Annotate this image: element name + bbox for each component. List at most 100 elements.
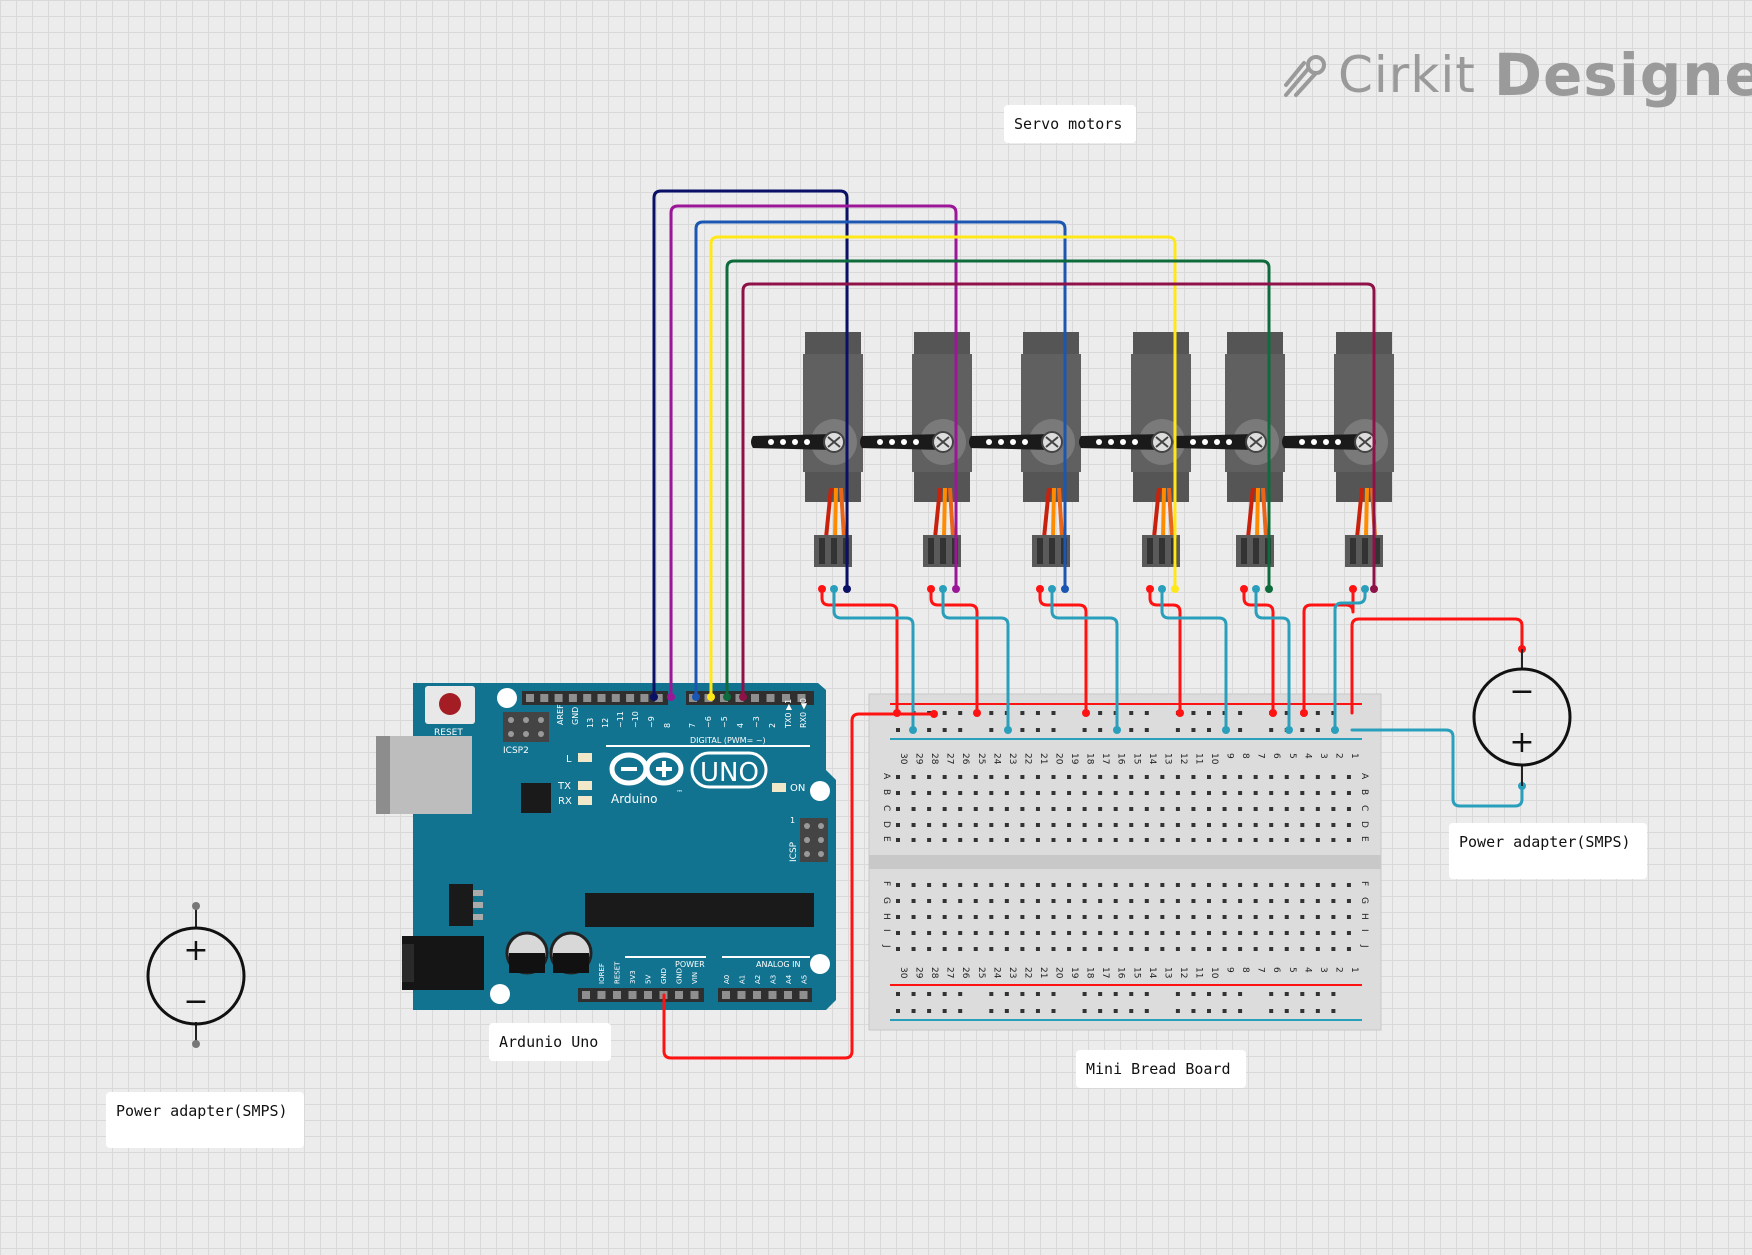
tx-text: TX (557, 781, 571, 792)
arduino-uno-label[interactable]: Ardunio Uno (489, 1023, 611, 1061)
wire-endpoint[interactable] (1361, 585, 1369, 593)
mini-breadboard[interactable]: 3030292928282727262625252424232322222121… (868, 693, 1382, 1031)
wire-endpoint[interactable] (650, 693, 658, 701)
wire-endpoint[interactable] (930, 710, 938, 718)
bb-col-label-top: 24 (991, 753, 1001, 765)
bb-col-label-bottom: 1 (1349, 967, 1359, 973)
icsp2-text: ICSP2 (503, 746, 529, 756)
wire-gnd[interactable] (1254, 587, 1291, 732)
wire-endpoint[interactable] (1331, 726, 1339, 734)
power-pin-label: GND (676, 968, 684, 984)
wire-endpoint[interactable] (830, 585, 838, 593)
wire-endpoint[interactable] (939, 585, 947, 593)
wire-endpoint[interactable] (952, 585, 960, 593)
wire-endpoint[interactable] (1300, 709, 1308, 717)
wire-signal-pin7[interactable] (694, 220, 1067, 699)
wire-vcc[interactable] (1242, 587, 1275, 715)
bb-col-label-bottom: 28 (929, 967, 939, 979)
bb-row-label: I (1359, 929, 1369, 932)
bb-col-label-bottom: 27 (945, 967, 955, 978)
wire-endpoint[interactable] (818, 585, 826, 593)
breadboard-label[interactable]: Mini Bread Board (1076, 1050, 1246, 1088)
servo-motor[interactable] (1282, 332, 1394, 567)
wire-endpoint[interactable] (927, 585, 935, 593)
wire-endpoint[interactable] (1082, 709, 1090, 717)
wire-endpoint[interactable] (692, 693, 700, 701)
bb-col-label-top: 14 (1147, 753, 1157, 765)
wire-signal-pin8[interactable] (669, 204, 958, 699)
wire-gnd[interactable] (1333, 587, 1367, 732)
wire-vcc[interactable] (1302, 587, 1355, 715)
wire-vcc[interactable] (1148, 587, 1182, 715)
analog-pin-label: A1 (739, 975, 747, 984)
bb-col-label-top: 8 (1240, 753, 1250, 759)
bb-col-label-top: 4 (1302, 753, 1312, 759)
wire-endpoint[interactable] (909, 726, 917, 734)
wire-endpoint[interactable] (1113, 726, 1121, 734)
wire-arduino-gnd[interactable] (662, 712, 936, 1060)
analog-header-text: ANALOG IN (756, 960, 801, 969)
wire-endpoint[interactable] (893, 709, 901, 717)
wire-endpoint[interactable] (1176, 709, 1184, 717)
bb-row-label: H (1359, 913, 1369, 920)
wire-endpoint[interactable] (1222, 726, 1230, 734)
wire-vcc[interactable] (929, 587, 979, 715)
bb-col-label-top: 12 (1178, 753, 1188, 764)
digital-pin-label: ~6 (704, 716, 713, 728)
wire-endpoint[interactable] (1036, 585, 1044, 593)
bb-col-label-top: 13 (1162, 753, 1172, 764)
wire-adapter-minus[interactable] (1350, 617, 1524, 715)
power-adapter-left-label[interactable]: Power adapter(SMPS) (106, 1092, 304, 1148)
wire-endpoint[interactable] (1240, 585, 1248, 593)
wire-vcc[interactable] (1038, 587, 1088, 715)
wire-gnd[interactable] (1160, 587, 1228, 732)
wire-endpoint[interactable] (739, 693, 747, 701)
wire-endpoint[interactable] (1146, 585, 1154, 593)
dc-power-jack (402, 936, 484, 990)
uno-text: UNO (700, 758, 759, 788)
wire-gnd[interactable] (832, 587, 915, 732)
wire-endpoint[interactable] (723, 693, 731, 701)
wire-endpoint[interactable] (1269, 709, 1277, 717)
wire-endpoint[interactable] (843, 585, 851, 593)
bb-col-label-top: 19 (1069, 753, 1079, 765)
power-adapter-left[interactable]: + − (146, 902, 246, 1048)
power-adapter-right-label[interactable]: Power adapter(SMPS) (1449, 823, 1647, 879)
wire-endpoint[interactable] (1048, 585, 1056, 593)
wire-endpoint[interactable] (1285, 726, 1293, 734)
wire-endpoint[interactable] (1265, 585, 1273, 593)
bb-row-label: H (881, 913, 891, 920)
wire-vcc[interactable] (820, 587, 899, 715)
wire-adapter-plus[interactable] (1350, 728, 1524, 808)
wire-endpoint[interactable] (667, 693, 675, 701)
wire-signal-pin5[interactable] (725, 259, 1271, 699)
reset-button[interactable] (439, 693, 461, 715)
rx-text: RX (558, 796, 572, 807)
digital-pin-label: ~9 (647, 716, 656, 728)
wire-gnd[interactable] (941, 587, 1010, 732)
wire-gnd[interactable] (1050, 587, 1119, 732)
wire-signal-pin9[interactable] (652, 189, 849, 699)
power-pin-label: GND (660, 968, 668, 984)
bb-col-label-bottom: 15 (1131, 967, 1141, 978)
wire-endpoint[interactable] (973, 709, 981, 717)
servo-motors-label[interactable]: Servo motors (1004, 105, 1136, 143)
analog-header (718, 988, 812, 1002)
wire-endpoint[interactable] (1061, 585, 1069, 593)
wire-endpoint[interactable] (1171, 585, 1179, 593)
wire-endpoint[interactable] (1004, 726, 1012, 734)
wire-endpoint[interactable] (1370, 585, 1378, 593)
digital-pin-label: 12 (601, 718, 610, 728)
bb-col-label-top: 3 (1318, 753, 1328, 759)
power-pin-label: 5V (645, 975, 653, 984)
wire-signal-pin6[interactable] (709, 235, 1177, 699)
digital-pwm-text: DIGITAL (PWM= ~) (690, 736, 766, 745)
wire-signal-pin4[interactable] (741, 282, 1376, 699)
wire-endpoint[interactable] (1252, 585, 1260, 593)
power-adapter-right[interactable]: − + (1472, 649, 1572, 786)
wire-endpoint[interactable] (1349, 585, 1357, 593)
wire-endpoint[interactable] (1158, 585, 1166, 593)
wire-endpoint[interactable] (707, 693, 715, 701)
power-pin-label: VIN (691, 972, 699, 984)
